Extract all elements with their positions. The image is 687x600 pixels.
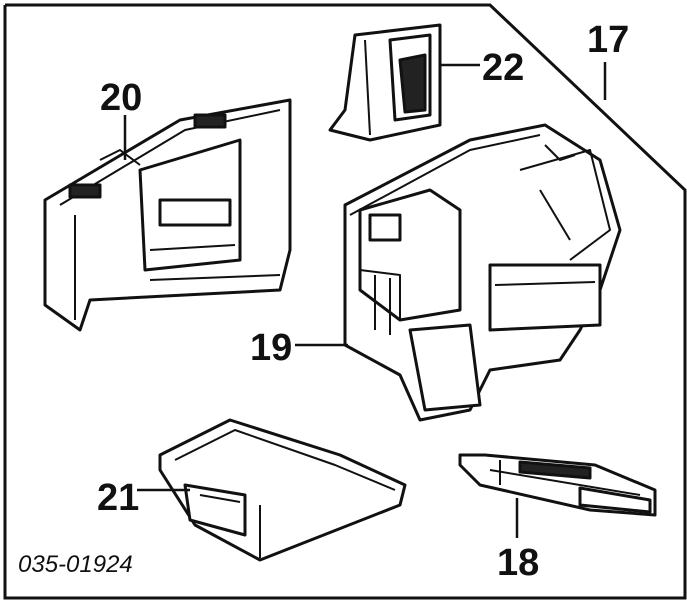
assembly-frame [3,3,687,600]
part-20-housing [43,98,292,332]
callout-22: 22 [482,47,524,89]
callout-19: 19 [250,327,292,369]
callout-18: 18 [497,542,539,584]
part-19-main-unit [343,123,622,422]
part-21-lower-duct [158,418,407,562]
part-22-duct [328,23,442,142]
callout-21: 21 [97,477,139,519]
part-18-heater-core [458,453,657,517]
callout-17: 17 [587,19,629,61]
callout-20: 20 [100,77,142,119]
drawing-code: 035-01924 [18,551,133,578]
